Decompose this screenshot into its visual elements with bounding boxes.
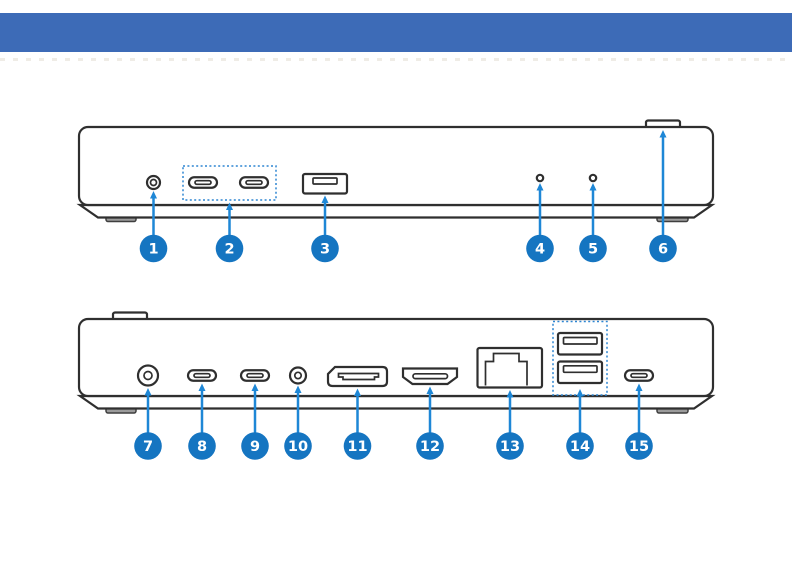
callout-circle bbox=[343, 432, 372, 460]
callout-circle bbox=[649, 234, 677, 263]
displayport-port bbox=[326, 365, 389, 388]
callout-number: 3 bbox=[320, 242, 330, 258]
callout-10: 10 bbox=[284, 385, 312, 460]
usb-c-port bbox=[186, 369, 218, 382]
callout-number: 5 bbox=[588, 242, 598, 258]
callout-number: 7 bbox=[143, 439, 153, 455]
usb-a-port-top bbox=[556, 331, 604, 356]
device-underside bbox=[76, 203, 716, 219]
callout-6: 6 bbox=[649, 130, 677, 263]
device-body bbox=[77, 317, 715, 398]
callout-15: 15 bbox=[625, 383, 653, 460]
callout-12: 12 bbox=[416, 386, 444, 460]
audio-jack-port bbox=[288, 366, 308, 385]
callout-circle bbox=[496, 432, 524, 460]
callout-11: 11 bbox=[343, 388, 372, 460]
dotted-separator bbox=[0, 58, 792, 61]
usb-c-port bbox=[238, 176, 270, 189]
usb-c-port bbox=[623, 369, 655, 382]
audio-jack-port bbox=[145, 174, 162, 191]
usb-a-port bbox=[301, 172, 349, 195]
ethernet-port bbox=[476, 346, 544, 389]
device-body bbox=[77, 125, 715, 207]
hdmi-port bbox=[401, 367, 459, 386]
callout-circle bbox=[241, 432, 269, 460]
callout-number: 2 bbox=[224, 242, 234, 258]
callout-number: 12 bbox=[420, 439, 440, 455]
callout-number: 9 bbox=[250, 439, 260, 455]
callout-number: 15 bbox=[629, 439, 649, 455]
callout-number: 4 bbox=[535, 242, 545, 258]
callout-5: 5 bbox=[579, 183, 607, 263]
dock-rear-view bbox=[76, 311, 716, 414]
power-input-jack bbox=[136, 364, 160, 387]
callout-number: 1 bbox=[148, 242, 158, 258]
usb-c-port bbox=[239, 369, 271, 382]
device-underside bbox=[76, 394, 716, 410]
usb-c-group-outline bbox=[182, 165, 277, 201]
callout-2: 2 bbox=[215, 202, 244, 263]
callout-14: 14 bbox=[566, 389, 594, 460]
callout-circle bbox=[416, 432, 444, 460]
led-indicator-2 bbox=[588, 173, 598, 183]
usb-c-ports-group bbox=[182, 165, 277, 201]
callout-number: 6 bbox=[658, 242, 668, 258]
header-bar bbox=[0, 13, 792, 52]
callout-number: 8 bbox=[197, 439, 207, 455]
callout-number: 11 bbox=[347, 439, 367, 455]
callout-circle bbox=[526, 234, 554, 263]
usb-c-port bbox=[187, 176, 219, 189]
callout-number: 14 bbox=[570, 439, 590, 455]
callout-circle bbox=[139, 234, 168, 263]
callout-8: 8 bbox=[188, 383, 216, 460]
callout-1: 1 bbox=[139, 191, 168, 263]
callout-circle bbox=[188, 432, 216, 460]
callout-number: 13 bbox=[500, 439, 520, 455]
callout-circle bbox=[134, 432, 162, 460]
callout-13: 13 bbox=[496, 390, 524, 460]
callout-9: 9 bbox=[241, 383, 269, 460]
callout-circle bbox=[566, 432, 594, 460]
callout-circle bbox=[579, 234, 607, 263]
dock-front-view bbox=[76, 119, 716, 223]
callout-3: 3 bbox=[311, 195, 339, 263]
callout-circle bbox=[311, 234, 339, 263]
led-indicator-1 bbox=[535, 173, 545, 183]
callout-circle bbox=[625, 432, 653, 460]
callout-number: 10 bbox=[288, 439, 308, 455]
callout-circle bbox=[284, 432, 312, 460]
usb-a-port-bottom bbox=[556, 360, 604, 385]
callout-7: 7 bbox=[134, 388, 162, 460]
callout-4: 4 bbox=[526, 183, 554, 263]
callout-circle bbox=[215, 234, 244, 263]
